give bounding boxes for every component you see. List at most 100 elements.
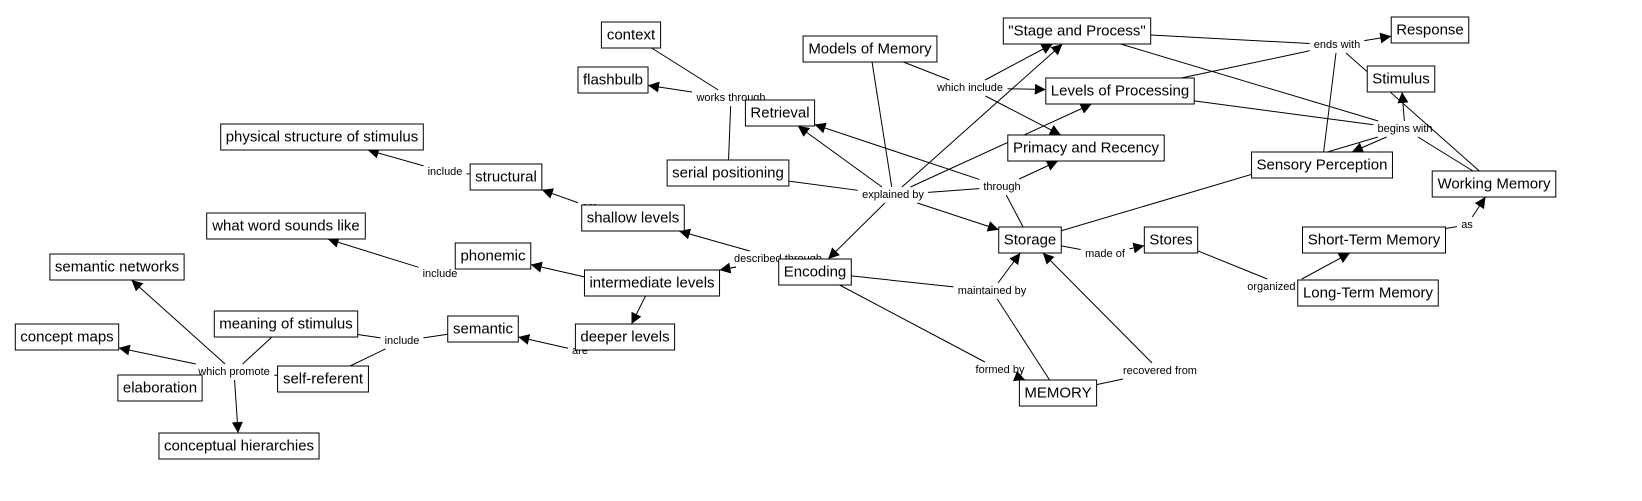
linking-phrase-include-struct[interactable]: include (428, 166, 463, 178)
connection-explained_by-to-levels (910, 103, 1092, 188)
concept-node-semantic[interactable]: semantic (447, 315, 519, 343)
node-label: phonemic (460, 248, 526, 265)
node-box (581, 204, 685, 232)
concept-node-shallow[interactable]: shallow levels (581, 204, 685, 232)
linking-phrase-include-phon[interactable]: include (423, 268, 458, 280)
node-label: physical structure of stimulus (226, 129, 419, 146)
node-label: Response (1396, 22, 1464, 39)
concept-node-encoding[interactable]: Encoding (778, 258, 852, 286)
concept-node-structural[interactable]: structural (469, 163, 543, 191)
node-label: semantic (453, 321, 514, 338)
concept-node-primacy[interactable]: Primacy and Recency (1007, 134, 1165, 162)
node-box (574, 323, 676, 351)
concept-node-whatword[interactable]: what word sounds like (206, 212, 366, 240)
node-label: elaboration (123, 380, 197, 397)
connection-begins_with-to-stimulus (1397, 91, 1409, 122)
connection-levels-to-ends_with (1181, 50, 1310, 79)
linking-phrase-which-include[interactable]: which include (936, 82, 1003, 94)
node-label: intermediate levels (589, 275, 714, 292)
connection-storage-to-made_of (1061, 245, 1081, 250)
connection-works_through-to-context (651, 47, 719, 91)
connection-stm-to-as (1445, 226, 1458, 229)
node-label: Primacy and Recency (1013, 140, 1159, 157)
node-label: conceptual hierarchies (164, 438, 314, 455)
connections-layer (118, 32, 1486, 434)
concept-node-stimulus[interactable]: Stimulus (1366, 65, 1436, 93)
concept-node-meaning[interactable]: meaning of stimulus (213, 310, 359, 338)
node-box (1301, 226, 1447, 254)
connection-made_of-to-stores (1129, 242, 1145, 254)
concept-node-phonemic[interactable]: phonemic (454, 242, 532, 270)
node-box (778, 258, 852, 286)
concept-node-ltm[interactable]: Long-Term Memory (1297, 279, 1439, 307)
concept-node-levels[interactable]: Levels of Processing (1045, 77, 1195, 105)
connection-which_include-to-primacy (985, 95, 1062, 136)
connection-include_struct-to-physical (367, 147, 424, 167)
concept-node-response[interactable]: Response (1390, 16, 1470, 44)
node-box (1007, 134, 1165, 162)
connection-works_through-to-flashbulb (647, 81, 693, 93)
concept-node-stage[interactable]: "Stage and Process" (1002, 17, 1152, 45)
concept-node-context[interactable]: context (600, 21, 662, 49)
linking-phrase-through[interactable]: through (983, 181, 1020, 193)
linking-phrase-recovered-from[interactable]: recovered from (1123, 365, 1197, 377)
connection-recovered_from-to-storage (1042, 252, 1153, 364)
concept-node-storage[interactable]: Storage (998, 226, 1062, 254)
linking-phrase-include-sem[interactable]: include (385, 335, 420, 347)
concept-node-models[interactable]: Models of Memory (802, 35, 938, 63)
concept-node-flashbulb[interactable]: flashbulb (577, 66, 649, 94)
node-label: Short-Term Memory (1308, 232, 1441, 249)
concept-node-selfref[interactable]: self-referent (277, 365, 369, 393)
node-label: what word sounds like (211, 218, 360, 235)
node-label: context (607, 27, 656, 44)
concept-node-intermediate[interactable]: intermediate levels (583, 269, 721, 297)
node-label: deeper levels (580, 329, 669, 346)
node-box (802, 35, 938, 63)
linking-phrase-explained-by[interactable]: explained by (862, 189, 924, 201)
node-box (1018, 379, 1098, 407)
concept-node-elaboration[interactable]: elaboration (117, 374, 203, 402)
concept-node-stm[interactable]: Short-Term Memory (1301, 226, 1447, 254)
connection-as-to-working (1471, 196, 1486, 218)
node-label: Levels of Processing (1051, 83, 1189, 100)
linking-phrase-begins-with[interactable]: begins with (1377, 123, 1432, 135)
node-label: concept maps (20, 329, 113, 346)
concept-node-serial[interactable]: serial positioning (666, 159, 790, 187)
concept-node-retrieval[interactable]: Retrieval (744, 99, 816, 127)
connection-serial-to-explained_by (788, 180, 858, 191)
concept-nodes-layer: context flashbulb Models of Memory "Stage a… (14, 16, 1557, 460)
concept-node-memory[interactable]: MEMORY (1018, 379, 1098, 407)
node-box (447, 315, 519, 343)
linking-phrase-ends-with[interactable]: ends with (1314, 39, 1360, 51)
concept-node-sensory[interactable]: Sensory Perception (1251, 151, 1393, 179)
connection-models-to-explained_by (871, 61, 893, 188)
concept-node-deeper[interactable]: deeper levels (574, 323, 676, 351)
node-box (277, 365, 369, 393)
linking-phrase-maintained-by[interactable]: maintained by (958, 285, 1027, 297)
concept-node-semnet[interactable]: semantic networks (49, 253, 185, 281)
connection-memory-to-recovered_from (1096, 378, 1124, 386)
node-label: semantic networks (55, 259, 179, 276)
concept-node-conceptmaps[interactable]: concept maps (14, 323, 120, 351)
connection-described_through-to-intermediate (719, 262, 737, 274)
node-box (577, 66, 649, 94)
linking-phrase-as[interactable]: as (1461, 219, 1473, 231)
connection-which_promote-to-semnet (131, 279, 226, 365)
connection-explained_by-to-storage (917, 202, 999, 232)
linking-phrase-formed-by[interactable]: formed by (976, 364, 1025, 376)
node-label: flashbulb (583, 72, 643, 89)
linking-phrase-made-of[interactable]: made of (1085, 248, 1126, 260)
concept-node-working[interactable]: Working Memory (1431, 170, 1557, 198)
concept-node-physical[interactable]: physical structure of stimulus (220, 123, 424, 151)
node-box (666, 159, 790, 187)
linking-phrase-which-promote[interactable]: which promote (197, 366, 270, 378)
connection-described_through-to-shallow (678, 228, 750, 252)
node-box (117, 374, 203, 402)
connection-begins_with-to-working (1417, 136, 1474, 172)
node-label: Stimulus (1372, 71, 1430, 88)
node-label: structural (475, 169, 537, 186)
concept-node-stores[interactable]: Stores (1143, 226, 1199, 254)
concept-node-hierarchies[interactable]: conceptual hierarchies (158, 432, 320, 460)
